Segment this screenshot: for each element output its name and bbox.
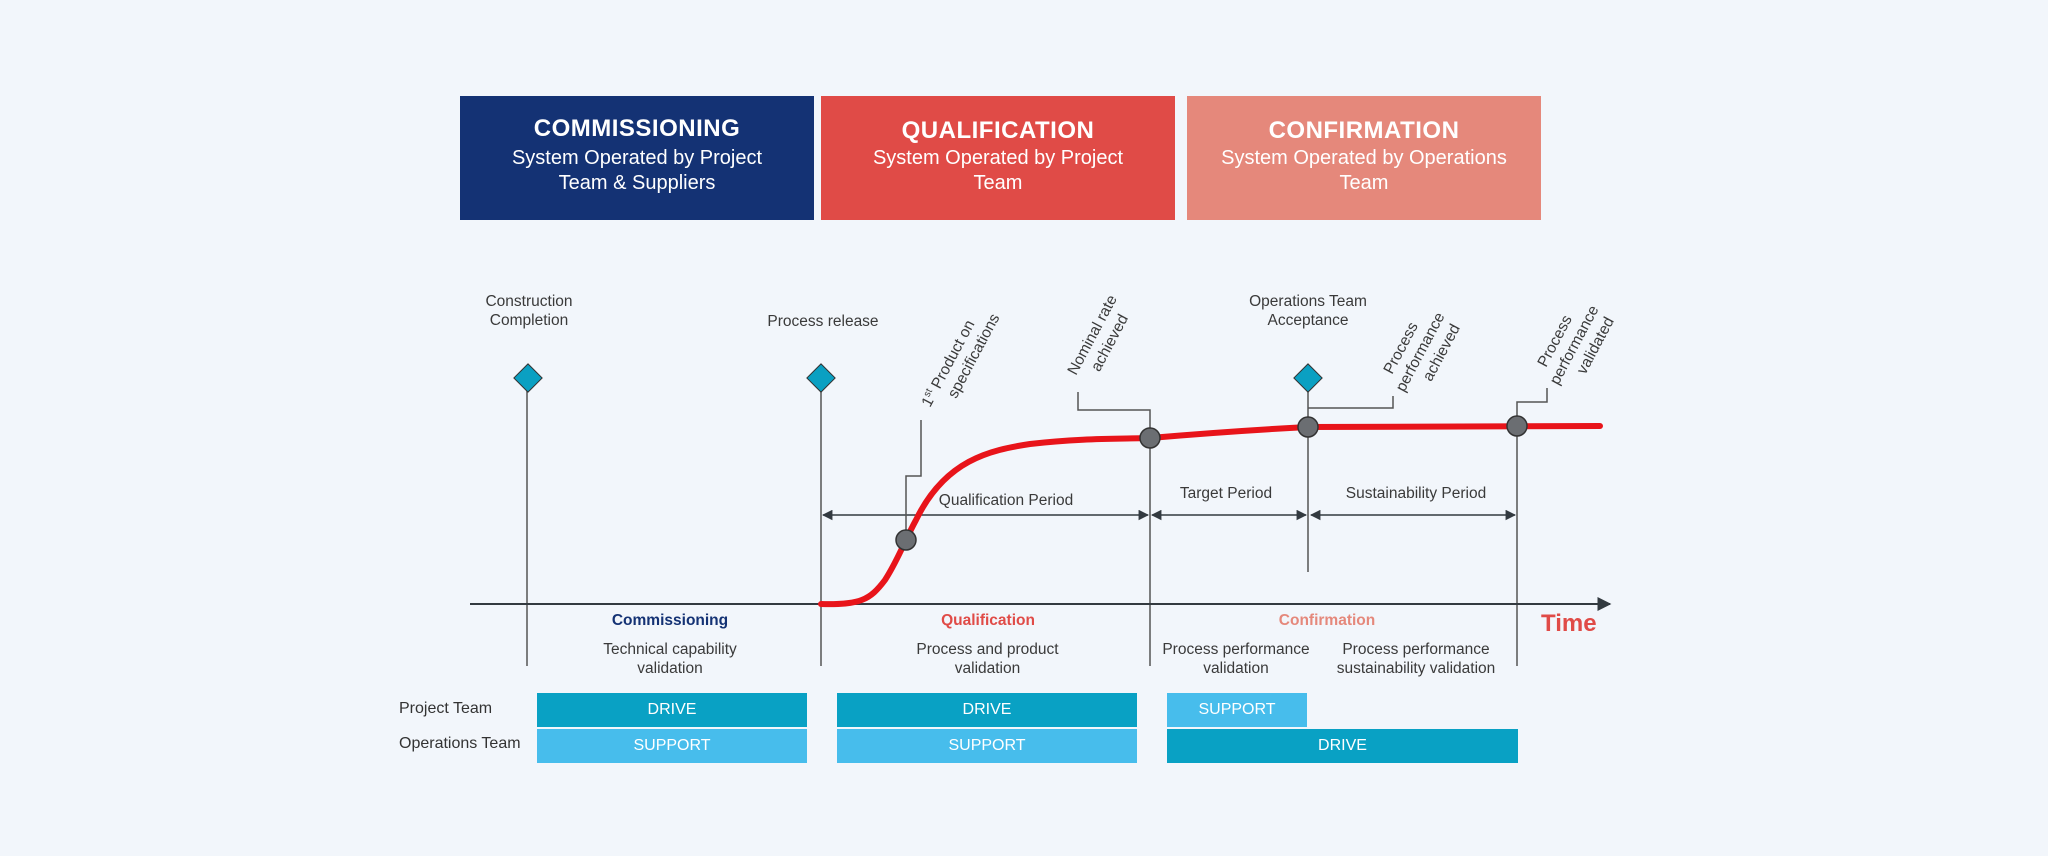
commissioning-description: Technical capability validation <box>603 641 737 677</box>
operations-acceptance-diamond <box>1293 363 1323 393</box>
target-period-label: Target Period <box>1179 485 1273 502</box>
time-label: Time <box>1541 610 1597 637</box>
operations-team-label: Operations Team <box>399 735 521 752</box>
construction-completion-label: Construction Completion <box>485 293 573 329</box>
phase-box-qualification: QUALIFICATION System Operated by Project… <box>821 96 1175 220</box>
qualification-axis-label: Qualification <box>941 612 1035 629</box>
nominal-rate-label: Nominal rate achieved <box>1065 289 1140 387</box>
process-release-diamond <box>806 363 836 393</box>
process-release-label: Process release <box>767 313 879 330</box>
phase-box-commissioning: COMMISSIONING System Operated by Project… <box>460 96 814 220</box>
project-confirmation-bar: SUPPORT <box>1167 693 1307 727</box>
leader-line <box>905 420 922 540</box>
operations-confirmation-bar: DRIVE <box>1167 729 1518 763</box>
performance-achieved-milestone <box>1297 416 1319 438</box>
sustainability-period-label: Sustainability Period <box>1345 485 1487 502</box>
phase-title: CONFIRMATION <box>1268 117 1460 144</box>
phase-subtitle: System Operated by Project Team <box>872 147 1124 194</box>
leader-line <box>1308 396 1394 409</box>
operations-acceptance-label: Operations Team Acceptance <box>1249 293 1367 329</box>
nominal-rate-milestone <box>1139 427 1161 449</box>
phase-subtitle: System Operated by Operations Team <box>1221 147 1507 194</box>
project-commissioning-bar: DRIVE <box>537 693 807 727</box>
confirmation-axis-label: Confirmation <box>1278 612 1376 629</box>
qualification-description: Process and product validation <box>916 641 1059 677</box>
performance-validated-label: Process performance validated <box>1530 290 1621 396</box>
first-product-milestone <box>895 529 917 551</box>
performance-achieved-label: Process performance achieved <box>1376 297 1467 403</box>
project-qualification-bar: DRIVE <box>837 693 1137 727</box>
operations-commissioning-bar: SUPPORT <box>537 729 807 763</box>
confirmation-description: Process performance validation <box>1162 641 1310 677</box>
sustainability-description: Process performance sustainability valid… <box>1336 641 1496 677</box>
leader-line <box>1077 392 1151 438</box>
construction-completion-diamond <box>513 363 543 393</box>
operations-qualification-bar: SUPPORT <box>837 729 1137 763</box>
performance-curve <box>818 423 1603 608</box>
qualification-period-label: Qualification Period <box>938 492 1074 509</box>
commissioning-axis-label: Commissioning <box>611 612 729 629</box>
project-team-label: Project Team <box>399 700 493 717</box>
leader-line <box>1516 388 1548 416</box>
first-product-label: 1st Product on specifications <box>918 301 1004 418</box>
performance-validated-milestone <box>1506 415 1528 437</box>
phase-title: QUALIFICATION <box>901 117 1095 144</box>
phase-subtitle: System Operated by Project Team & Suppli… <box>511 147 763 194</box>
phase-title: COMMISSIONING <box>533 115 741 142</box>
phase-box-confirmation: CONFIRMATION System Operated by Operatio… <box>1187 96 1541 220</box>
